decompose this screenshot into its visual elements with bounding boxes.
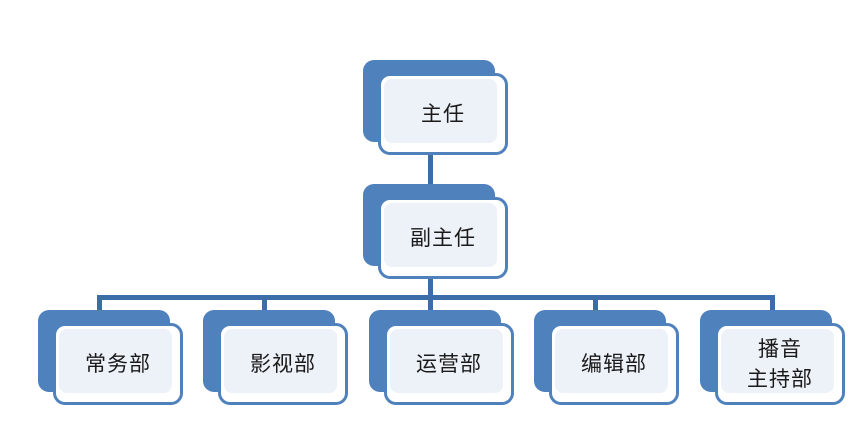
node-label-line: 影视部 [250, 351, 316, 376]
node-label-line: 副主任 [410, 225, 476, 250]
node-inner-panel [721, 329, 834, 393]
node-label-line: 常务部 [85, 351, 151, 376]
connector-drop-dept-1 [97, 295, 102, 313]
node-label-line: 主持部 [747, 367, 813, 391]
node-inner-panel [555, 329, 668, 393]
node-label-director: 主任 [381, 76, 505, 152]
node-front-card: 运营部 [384, 323, 514, 405]
connector-vice-drop [428, 272, 433, 298]
node-label-vice-director: 副主任 [381, 200, 505, 276]
node-front-card: 常务部 [53, 323, 183, 405]
node-label-line: 主任 [421, 101, 465, 126]
node-inner-panel [59, 329, 172, 393]
node-front-card: 主任 [378, 73, 508, 155]
node-label-dept-3: 运营部 [387, 326, 511, 402]
connector-director-to-vice [428, 148, 433, 196]
node-label-line: 编辑部 [581, 351, 647, 376]
connector-drop-dept-5 [770, 295, 775, 313]
node-inner-panel [384, 203, 497, 267]
node-inner-panel [384, 79, 497, 143]
connector-drop-dept-2 [262, 295, 267, 313]
node-front-card: 副主任 [378, 197, 508, 279]
node-label-dept-5: 播音 主持部 [718, 326, 842, 402]
node-label-dept-2: 影视部 [221, 326, 345, 402]
node-inner-panel [390, 329, 503, 393]
node-front-card: 影视部 [218, 323, 348, 405]
node-front-card: 编辑部 [549, 323, 679, 405]
connector-horizontal-bus [97, 295, 775, 300]
node-label-line: 播音 [758, 336, 802, 361]
node-front-card: 播音 主持部 [715, 323, 845, 405]
node-label-dept-4: 编辑部 [552, 326, 676, 402]
node-label-line: 运营部 [416, 351, 482, 376]
node-label-dept-1: 常务部 [56, 326, 180, 402]
connector-drop-dept-4 [593, 295, 598, 313]
node-inner-panel [224, 329, 337, 393]
connector-drop-dept-3 [428, 295, 433, 313]
